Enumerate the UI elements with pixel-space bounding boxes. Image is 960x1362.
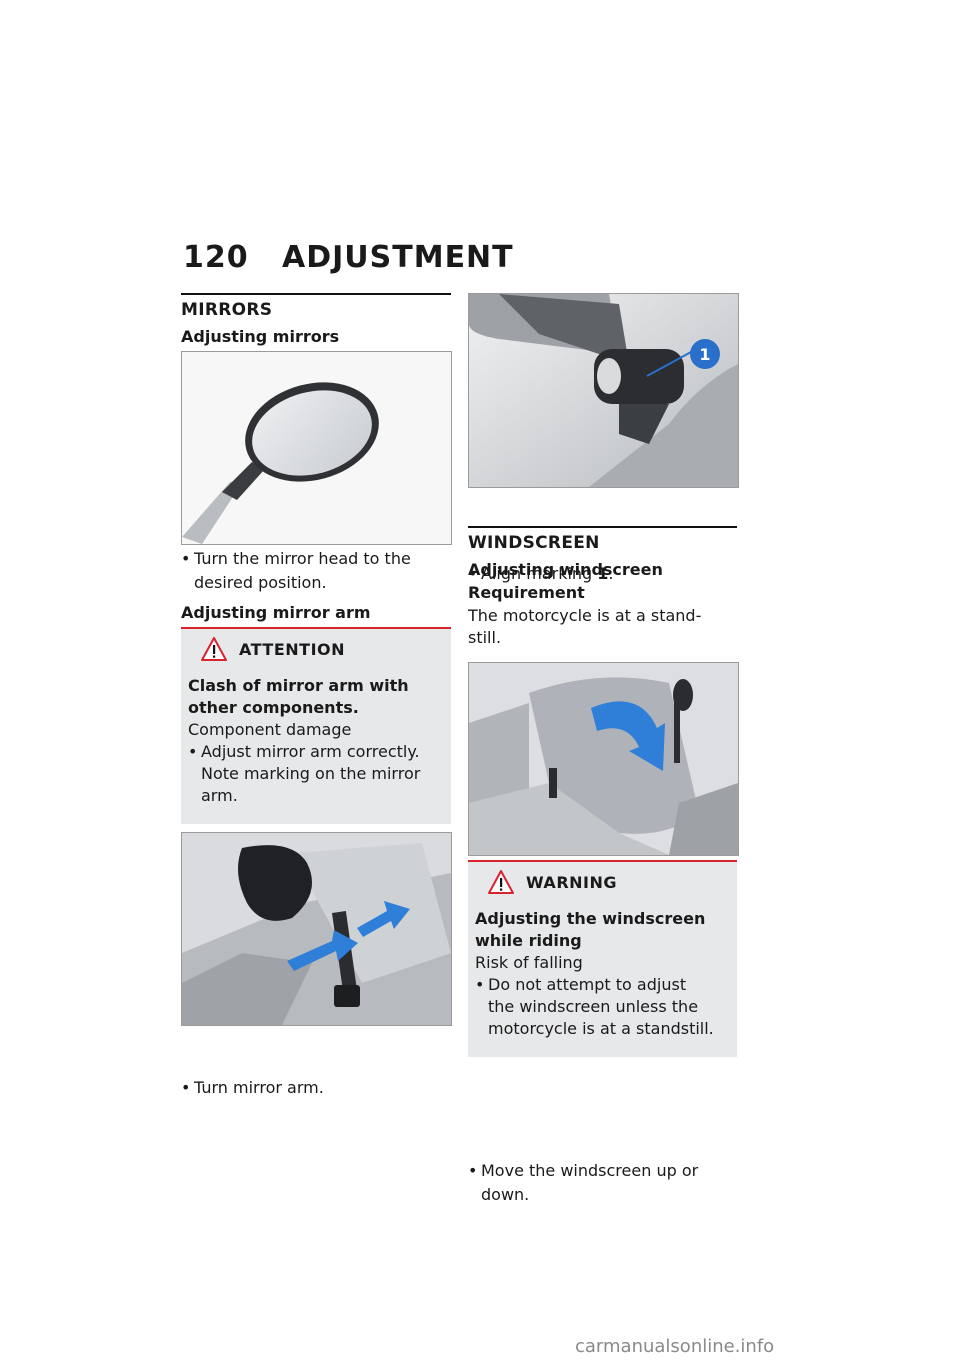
page-header: 120 ADJUSTMENT: [183, 240, 743, 280]
step-turn-mirror-head: • Turn the mirror head to the desired po…: [181, 549, 411, 592]
attention-notice: ATTENTION Clash of mirror arm with other…: [181, 627, 451, 824]
warning-triangle-icon: [201, 637, 227, 661]
requirement-label: Requirement: [468, 583, 585, 602]
warning-instruction: • Do not attempt to adjust the windscree…: [475, 975, 714, 1038]
subheading-adjusting-mirrors: Adjusting mirrors: [181, 327, 340, 346]
callout-number: 1: [699, 345, 710, 364]
attention-heading-line1: Clash of mirror arm with: [188, 676, 409, 695]
warning-notice: WARNING Adjusting the windscreen while r…: [468, 860, 737, 1057]
figure-mirror-arm: [181, 832, 452, 1026]
step-turn-mirror-arm: • Turn mirror arm.: [181, 1078, 324, 1097]
figure-mirror-marking: 1: [468, 293, 739, 488]
step-align-marking: • Align marking 1.: [468, 564, 614, 583]
figure-mirror-head: [181, 351, 452, 545]
section-rule-windscreen: [468, 526, 737, 528]
warning-heading-line2: while riding: [475, 931, 582, 950]
warning-triangle-icon: [488, 870, 514, 894]
warning-label: WARNING: [526, 872, 617, 892]
section-heading-windscreen: WINDSCREEN: [468, 533, 600, 553]
attention-instruction: • Adjust mirror arm correctly. Note mark…: [188, 742, 421, 805]
attention-consequence: Component damage: [188, 720, 352, 739]
watermark: carmanualsonline.info: [575, 1336, 775, 1357]
step-move-windscreen: • Move the windscreen up or down.: [468, 1161, 699, 1204]
warning-consequence: Risk of falling: [475, 953, 583, 972]
requirement-text: The motorcycle is at a stand- still.: [468, 606, 702, 647]
section-rule-mirrors: [181, 293, 451, 295]
page-title: ADJUSTMENT: [282, 240, 514, 275]
subheading-adjusting-windscreen: Adjusting windscreen: [468, 560, 663, 579]
page-number: 120: [183, 240, 249, 275]
attention-heading-line2: other components.: [188, 698, 359, 717]
figure-windscreen: [468, 662, 739, 856]
attention-label: ATTENTION: [239, 639, 346, 659]
subheading-adjusting-mirror-arm: Adjusting mirror arm: [181, 603, 371, 622]
warning-heading-line1: Adjusting the windscreen: [475, 909, 706, 928]
section-heading-mirrors: MIRRORS: [181, 300, 273, 320]
